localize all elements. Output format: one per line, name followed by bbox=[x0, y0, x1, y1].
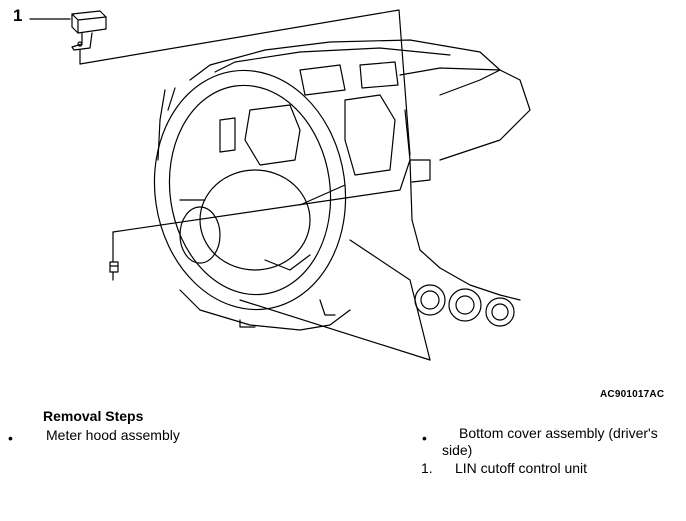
lin-cutoff-control-unit-icon bbox=[71, 10, 107, 51]
bottom-cover-line bbox=[239, 299, 431, 361]
step-lin-cutoff-control-unit: LIN cutoff control unit bbox=[455, 460, 588, 476]
bullet-marker: • bbox=[8, 430, 13, 446]
step-number: 1. bbox=[421, 460, 433, 476]
screw-icon bbox=[109, 231, 119, 281]
bullet-marker: • bbox=[422, 430, 427, 446]
figure-code: AC901017AC bbox=[600, 389, 665, 400]
step-meter-hood-assembly: Meter hood assembly bbox=[46, 427, 180, 443]
dashboard-illustration bbox=[29, 9, 531, 361]
step-bottom-cover-assembly: Bottom cover assembly (driver's bbox=[459, 425, 658, 441]
steering-wheel-icon bbox=[153, 69, 347, 311]
dashboard-icon bbox=[157, 39, 531, 361]
location-wedge-line bbox=[79, 9, 411, 156]
step-bottom-cover-assembly-line2: side) bbox=[442, 442, 473, 458]
screw-leader-line bbox=[112, 159, 411, 233]
callout-number-1: 1 bbox=[13, 6, 23, 25]
removal-steps-title: Removal Steps bbox=[43, 408, 144, 424]
